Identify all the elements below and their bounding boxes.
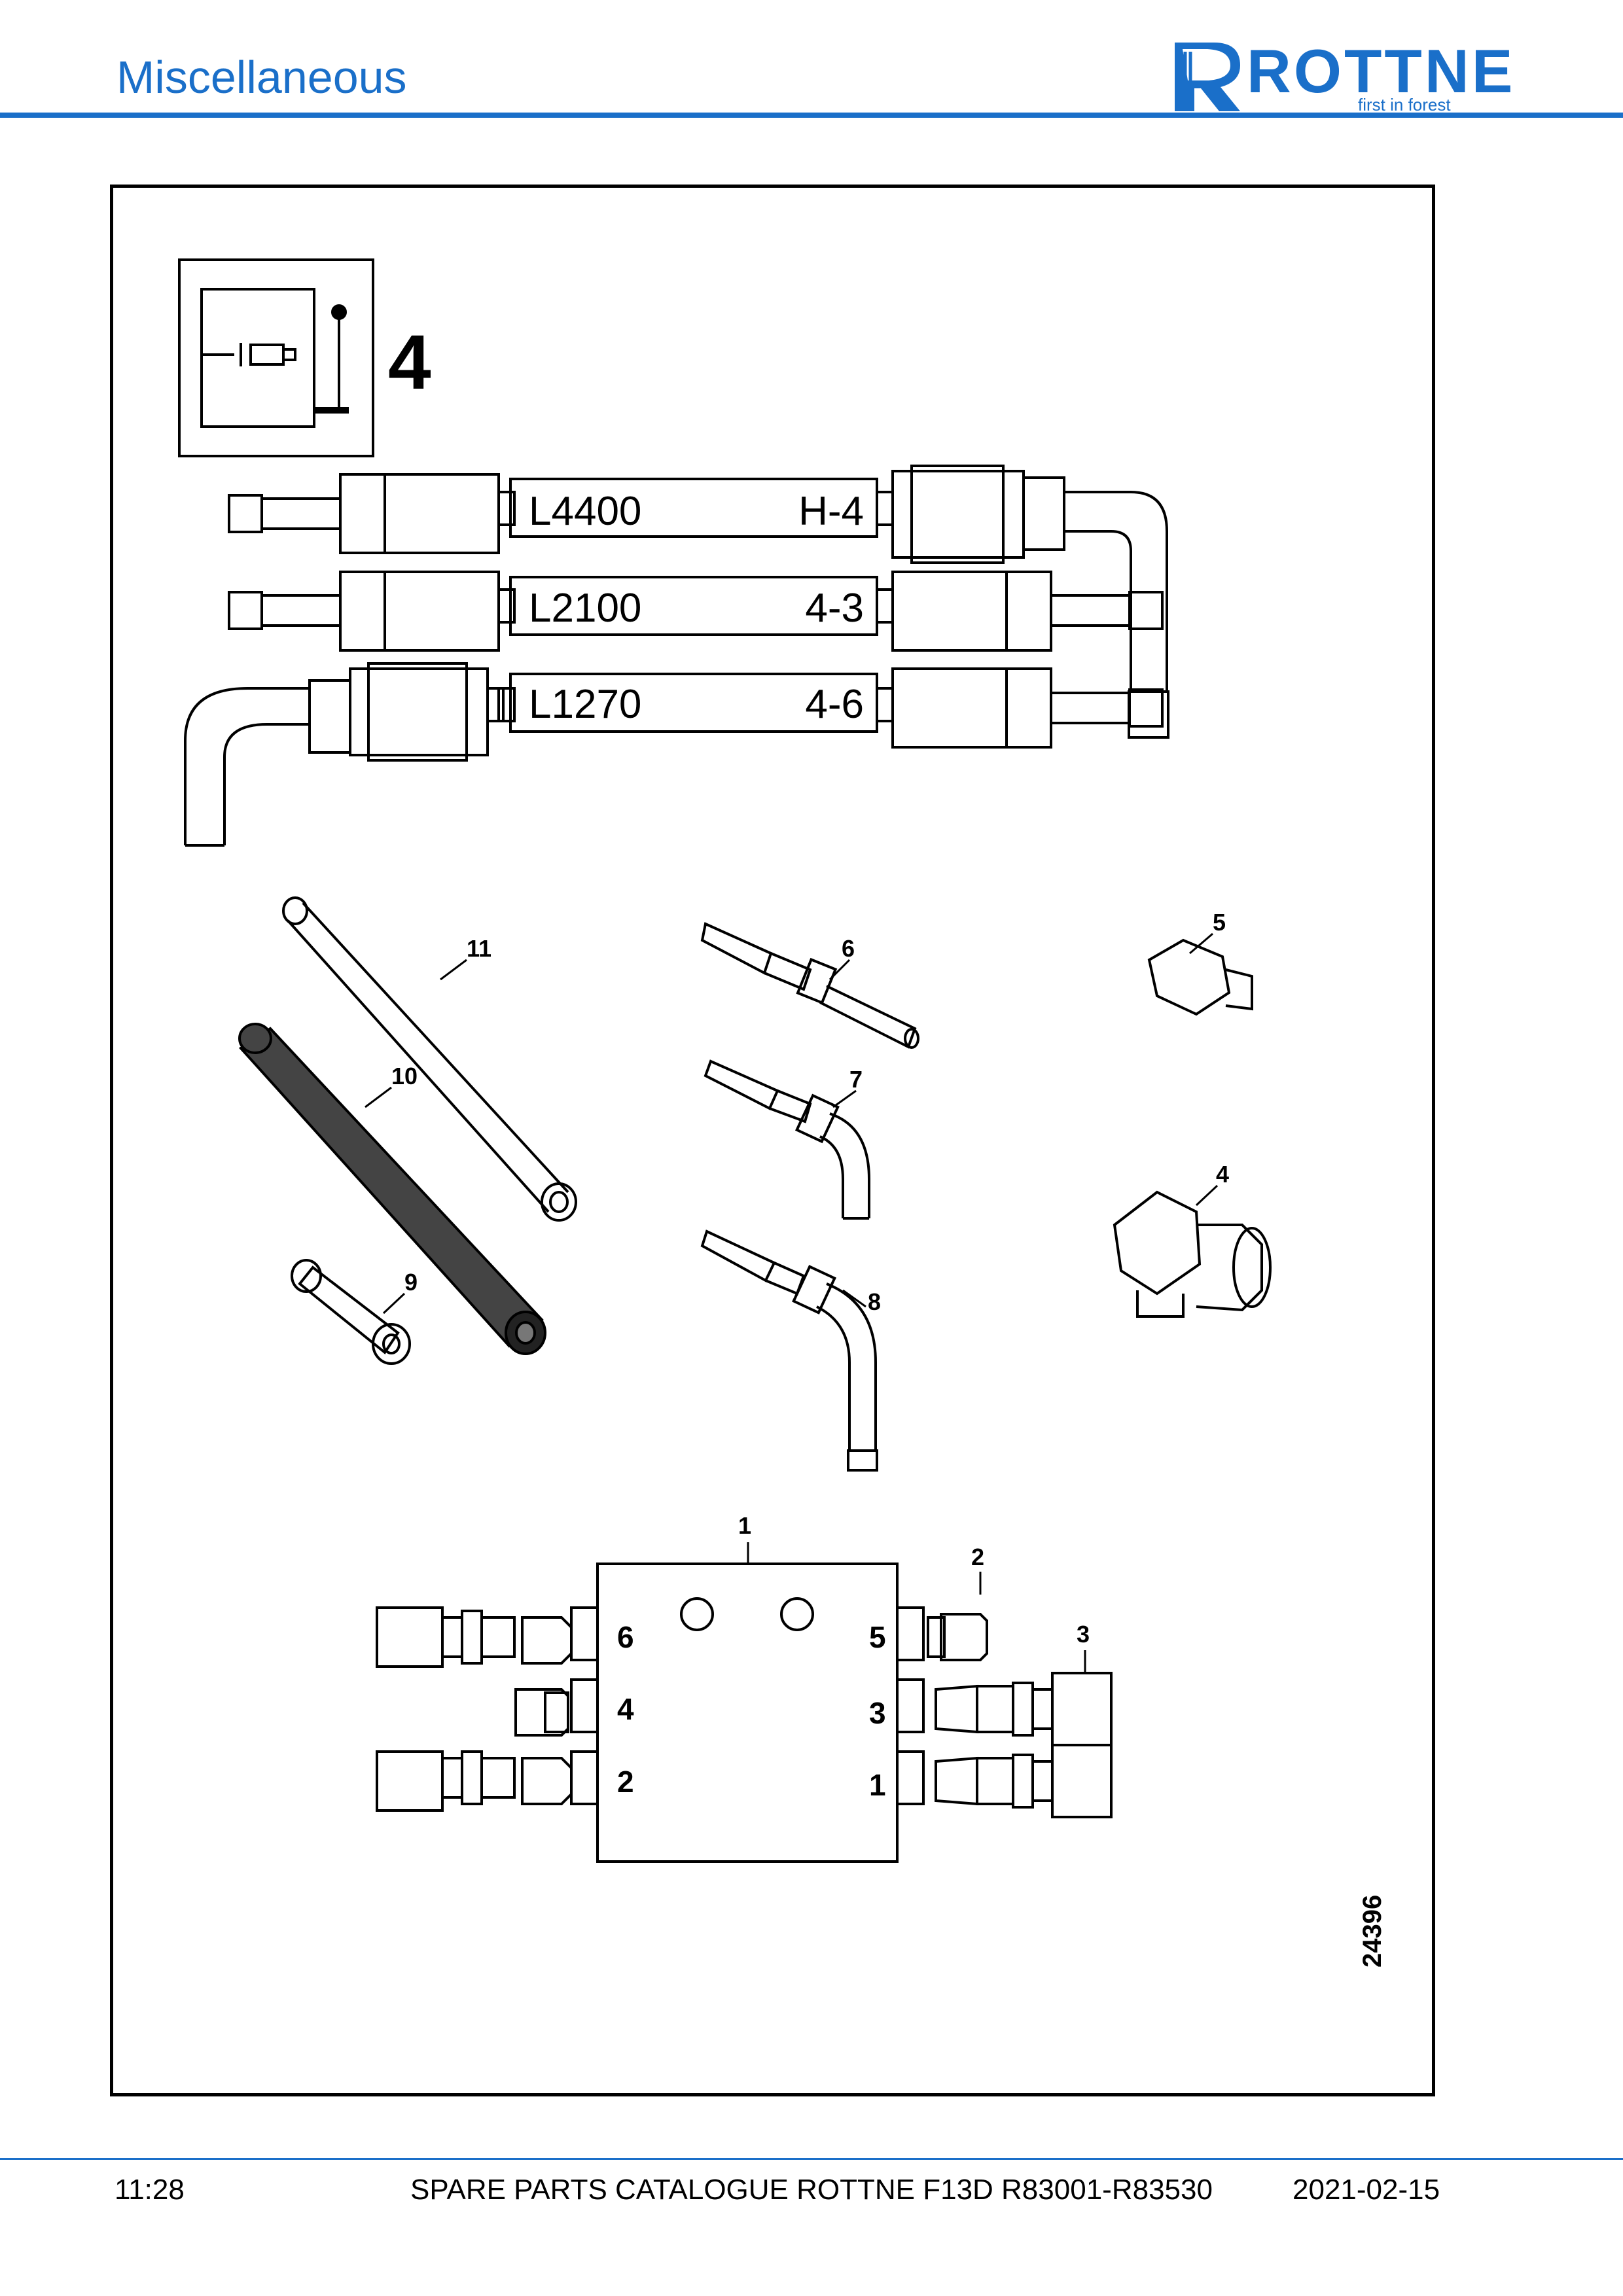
hose-1-length: L4400 — [529, 489, 641, 534]
part-11-tube — [282, 896, 577, 1222]
block-port-2: 2 — [617, 1765, 634, 1799]
part-9-nut — [291, 1259, 411, 1365]
footer-page: 11:28 — [115, 2174, 185, 2206]
hose-2-length: L2100 — [529, 586, 641, 631]
hose-3-length: L1270 — [529, 682, 641, 727]
callout-1: 1 — [738, 1512, 751, 1539]
logo-text: ROTTNE — [1247, 37, 1516, 105]
part-8-bent-nipple — [700, 1229, 878, 1472]
page-title: Miscellaneous — [116, 52, 407, 103]
callout-11: 11 — [467, 935, 491, 962]
footer-date: 2021-02-15 — [1293, 2174, 1440, 2206]
callout-6: 6 — [842, 935, 855, 962]
hose-assembly-1 — [228, 465, 1169, 739]
callout-4: 4 — [1216, 1161, 1229, 1188]
parts-drawing: 4 L4400 H-4 L2100 4-3 L1270 4-6 1 2 3 4 … — [178, 258, 1387, 1968]
symbol-number: 4 — [388, 319, 431, 406]
part-5-adapter — [1147, 938, 1253, 1016]
callout-leaders — [365, 932, 1219, 1673]
callout-8: 8 — [868, 1288, 881, 1315]
part-7-bent-nipple — [704, 1059, 870, 1220]
drawing-frame — [110, 185, 1435, 2096]
hose-assembly-2 — [228, 571, 1164, 652]
block-port-3: 3 — [869, 1696, 886, 1730]
header-divider — [0, 113, 1623, 118]
part-6-nipple — [700, 922, 919, 1049]
callout-5: 5 — [1213, 909, 1226, 936]
hose-1-code: H-4 — [798, 489, 864, 534]
footer-divider — [0, 2158, 1623, 2160]
block-port-5: 5 — [869, 1620, 886, 1654]
distribution-block — [376, 1563, 1113, 1863]
hose-3-code: 4-6 — [805, 682, 864, 727]
callout-10: 10 — [391, 1063, 418, 1089]
hydraulic-symbol-icon — [200, 288, 349, 428]
footer-catalogue: SPARE PARTS CATALOGUE ROTTNE F13D R83001… — [410, 2174, 1213, 2206]
part-4-elbow — [1113, 1190, 1272, 1318]
callout-9: 9 — [404, 1269, 418, 1296]
logo-slogan: first in forest — [1358, 95, 1451, 115]
drawing-number: 24396 — [1358, 1895, 1387, 1968]
callout-2: 2 — [971, 1544, 984, 1570]
callout-7: 7 — [849, 1066, 863, 1093]
block-port-1: 1 — [869, 1768, 886, 1802]
rottne-mark-icon — [1175, 43, 1240, 111]
symbol-box — [178, 258, 374, 457]
hose-assembly-3 — [184, 662, 1164, 847]
block-port-4: 4 — [617, 1692, 634, 1726]
callout-3: 3 — [1077, 1621, 1090, 1648]
part-10-dark-tube — [238, 1023, 546, 1355]
block-port-6: 6 — [617, 1620, 634, 1654]
brand-logo: ROTTNE first in forest — [1168, 29, 1522, 115]
hose-2-code: 4-3 — [805, 586, 864, 631]
